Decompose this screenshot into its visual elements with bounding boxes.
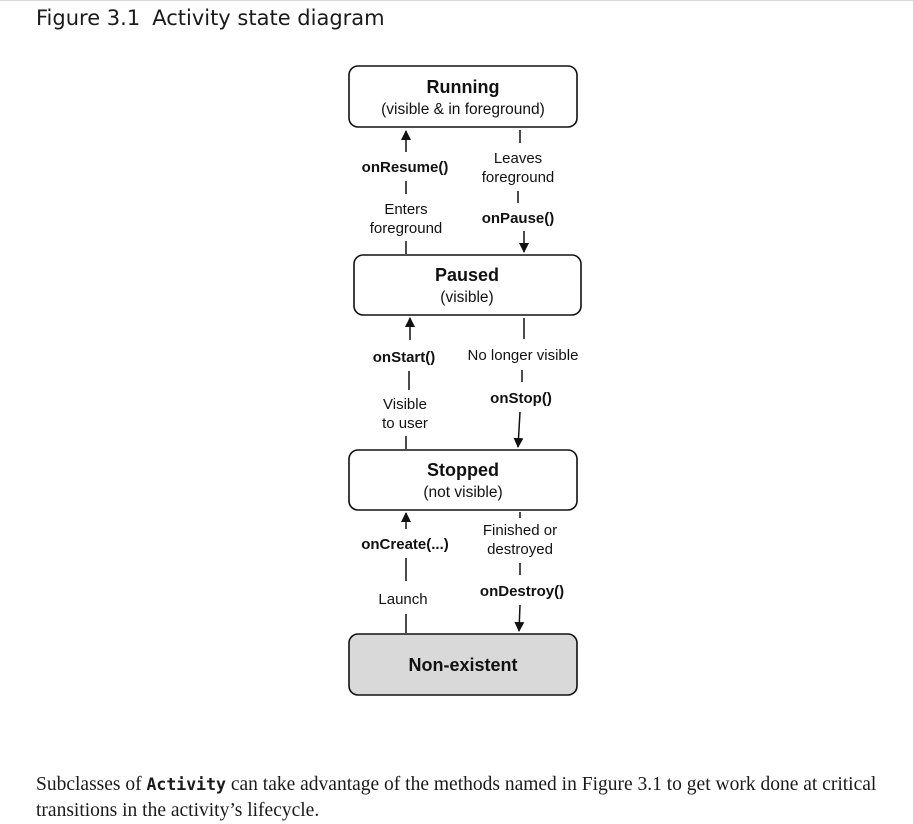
on-resume-method: onResume() xyxy=(362,159,449,176)
state-nonexistent: Non-existent xyxy=(348,633,578,696)
state-paused-box xyxy=(353,254,582,316)
on-start-method: onStart() xyxy=(373,349,436,366)
state-stopped: Stopped (not visible) xyxy=(348,449,578,511)
caption-code: Activity xyxy=(146,774,226,794)
state-running: Running (visible & in foreground) xyxy=(348,65,578,128)
transition-on-destroy: Finished or destroyed onDestroy() xyxy=(480,512,564,632)
on-stop-method: onStop() xyxy=(490,390,552,407)
on-create-method: onCreate(...) xyxy=(361,536,449,553)
on-start-note-line1: Visible xyxy=(383,396,427,413)
state-stopped-name: Stopped xyxy=(427,460,499,480)
caption-before: Subclasses of xyxy=(36,773,147,795)
state-stopped-desc: (not visible) xyxy=(423,484,502,501)
transition-on-stop: No longer visible onStop() xyxy=(468,318,579,448)
transition-on-create: onCreate(...) Launch xyxy=(361,512,449,633)
on-pause-note-line1: Leaves xyxy=(494,150,542,167)
state-stopped-box xyxy=(348,449,578,511)
transition-on-resume: onResume() Enters foreground xyxy=(362,130,449,254)
on-start-note-line2: to user xyxy=(382,415,428,432)
state-paused: Paused (visible) xyxy=(353,254,582,316)
on-create-note: Launch xyxy=(378,591,427,608)
state-nonexistent-name: Non-existent xyxy=(408,655,517,675)
state-running-box xyxy=(348,65,578,128)
on-resume-note-line1: Enters xyxy=(384,201,427,218)
on-destroy-note-line1: Finished or xyxy=(483,522,557,539)
state-nonexistent-box xyxy=(348,633,578,696)
activity-state-diagram: Running (visible & in foreground) Paused… xyxy=(348,65,582,696)
on-stop-note: No longer visible xyxy=(468,347,579,364)
figure-caption: Subclasses of Activity can take advantag… xyxy=(36,772,886,824)
transition-on-start: onStart() Visible to user xyxy=(373,317,436,449)
top-rule xyxy=(0,0,913,1)
on-destroy-note-line2: destroyed xyxy=(487,541,553,558)
transition-on-pause: Leaves foreground onPause() xyxy=(482,130,555,253)
figure-name: Activity state diagram xyxy=(152,6,385,30)
figure-title: Figure 3.1 Activity state diagram xyxy=(36,6,385,30)
state-paused-desc: (visible) xyxy=(440,289,493,306)
on-resume-note-line2: foreground xyxy=(370,220,443,237)
state-paused-name: Paused xyxy=(435,265,499,285)
on-stop-arrow xyxy=(513,411,524,448)
state-running-desc: (visible & in foreground) xyxy=(381,101,545,118)
on-destroy-arrow xyxy=(514,604,525,632)
on-pause-method: onPause() xyxy=(482,210,555,227)
on-destroy-method: onDestroy() xyxy=(480,583,564,600)
figure-number: Figure 3.1 xyxy=(36,6,141,30)
on-pause-note-line2: foreground xyxy=(482,169,555,186)
state-running-name: Running xyxy=(427,77,500,97)
